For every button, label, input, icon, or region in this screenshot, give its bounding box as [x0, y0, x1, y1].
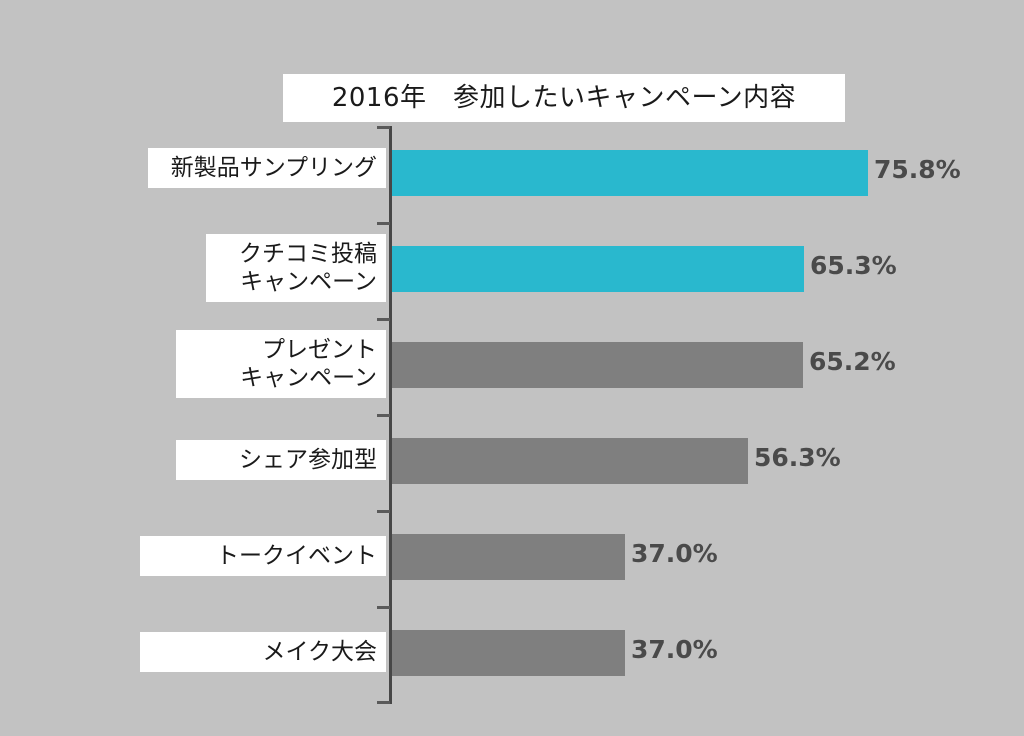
- bar-value-label: 37.0%: [631, 539, 718, 568]
- bar-segment: [392, 342, 803, 388]
- category-label-3: シェア参加型: [176, 440, 386, 480]
- category-label-line: クチコミ投稿: [239, 240, 377, 267]
- bar-value-label: 65.2%: [809, 347, 896, 376]
- axis-tick: [377, 606, 390, 609]
- axis-tick: [377, 701, 390, 704]
- category-label-2: プレゼント キャンペーン: [176, 330, 386, 398]
- bar-segment: [392, 246, 804, 292]
- category-label-line: キャンペーン: [240, 269, 377, 295]
- bar-segment: [392, 534, 625, 580]
- axis-tick: [377, 510, 390, 513]
- axis-tick: [377, 126, 390, 129]
- category-axis-line: [389, 126, 392, 704]
- bar-segment: [392, 438, 748, 484]
- axis-tick: [377, 318, 390, 321]
- bar-value-label: 75.8%: [874, 155, 961, 184]
- category-label-line: キャンペーン: [240, 365, 377, 391]
- bar-segment: [392, 630, 625, 676]
- chart-title-text: 2016年 参加したいキャンペーン内容: [331, 83, 797, 113]
- bar-value-label: 56.3%: [754, 443, 841, 472]
- category-label-5: メイク大会: [140, 632, 386, 672]
- axis-tick: [377, 414, 390, 417]
- bar-segment: [392, 150, 868, 196]
- bar-value-label: 37.0%: [631, 635, 718, 664]
- category-label-line: シェア参加型: [239, 446, 377, 473]
- category-label-1: クチコミ投稿 キャンペーン: [206, 234, 386, 302]
- category-label-line: メイク大会: [262, 638, 377, 665]
- category-label-line: プレゼント: [262, 336, 377, 363]
- category-label-line: 新製品サンプリング: [170, 154, 377, 181]
- category-label-4: トークイベント: [140, 536, 386, 576]
- axis-tick: [377, 222, 390, 225]
- bar-value-label: 65.3%: [810, 251, 897, 280]
- chart-title: 2016年 参加したいキャンペーン内容: [283, 74, 845, 122]
- category-label-0: 新製品サンプリング: [148, 148, 386, 188]
- category-label-line: トークイベント: [216, 542, 377, 569]
